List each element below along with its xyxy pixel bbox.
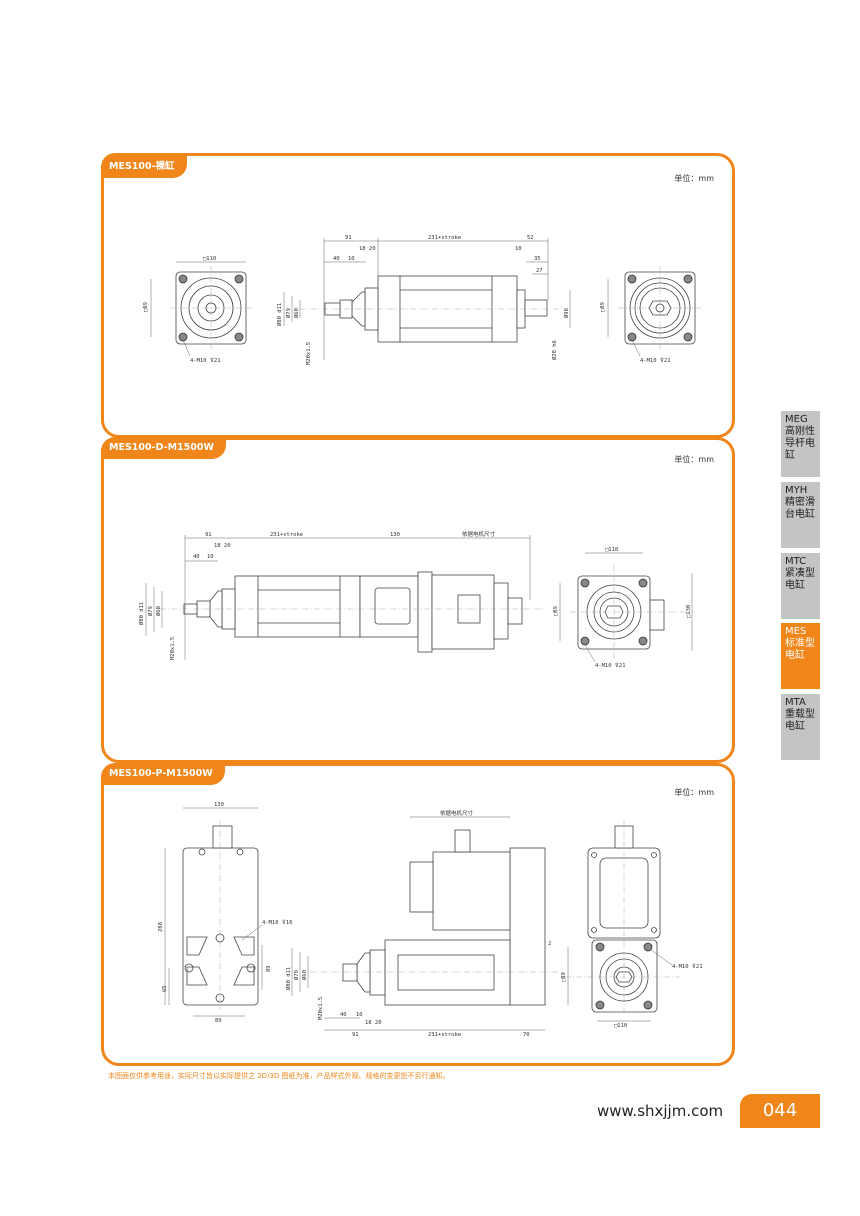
side-nav-code: MTA (785, 697, 806, 708)
disclaimer-text: 本图面仅供参考用途，实际尺寸皆以实际提供之 2D/3D 图纸为准，产品样式外观、… (108, 1072, 450, 1080)
side-nav-name: 标准型电缸 (785, 638, 815, 661)
panel-mes100-bare: MES100-裸缸 单位：mm (101, 153, 735, 438)
side-nav-name: 精密滑台电缸 (785, 497, 815, 520)
page-number: 044 (740, 1094, 820, 1128)
side-nav-mes[interactable]: MES 标准型电缸 (781, 623, 820, 689)
unit-label: 单位：mm (674, 174, 714, 183)
website-link[interactable]: www.shxjjm.com (597, 1102, 724, 1120)
side-nav-mtc[interactable]: MTC 紧凑型电缸 (781, 553, 820, 619)
side-nav-code: MTC (785, 556, 807, 567)
side-nav-meg[interactable]: MEG 高刚性导杆电缸 (781, 411, 820, 477)
panel-title: MES100-D-M1500W (101, 437, 226, 459)
panel-title: MES100-裸缸 (101, 153, 187, 178)
side-nav-code: MEG (785, 414, 808, 425)
side-nav-mta[interactable]: MTA 重载型电缸 (781, 694, 820, 760)
unit-label: 单位：mm (674, 455, 714, 464)
unit-label: 单位：mm (674, 788, 714, 797)
side-nav-myh[interactable]: MYH 精密滑台电缸 (781, 482, 820, 548)
side-nav-name: 高刚性导杆电缸 (785, 426, 815, 461)
side-nav-name: 重载型电缸 (785, 709, 815, 732)
panel-mes100-d: MES100-D-M1500W 单位：mm (101, 437, 735, 763)
side-nav-code: MYH (785, 485, 808, 496)
panel-mes100-p: MES100-P-M1500W 单位：mm (101, 763, 735, 1066)
side-nav-code: MES (785, 626, 807, 637)
side-nav-name: 紧凑型电缸 (785, 568, 815, 591)
panel-title: MES100-P-M1500W (101, 763, 225, 785)
